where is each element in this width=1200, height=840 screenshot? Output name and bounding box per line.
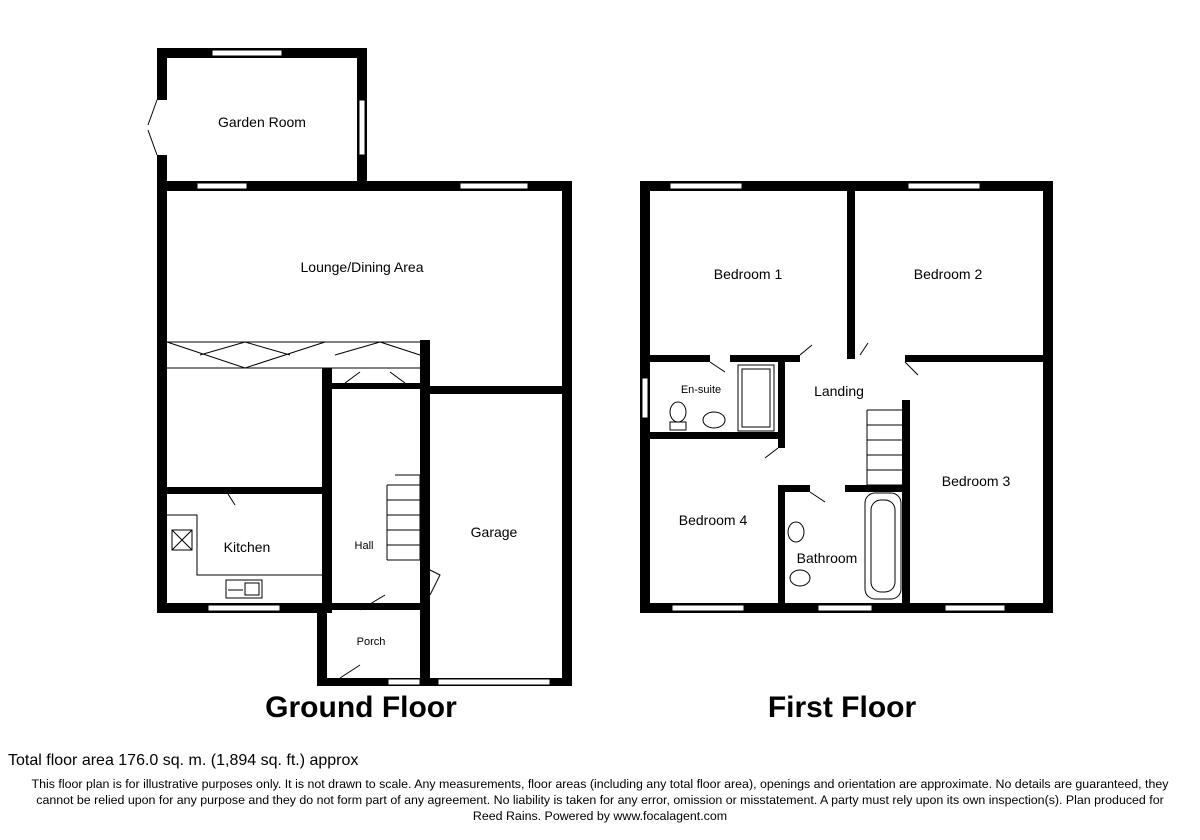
- first-floor-title: First Floor: [768, 691, 917, 724]
- room-label-kitchen: Kitchen: [224, 539, 271, 555]
- ground-floor-title: Ground Floor: [265, 691, 457, 724]
- window: [358, 99, 366, 156]
- wall: [650, 355, 710, 362]
- wall: [650, 432, 782, 439]
- wall: [1043, 181, 1053, 613]
- window: [671, 604, 745, 612]
- wall: [317, 603, 327, 686]
- wall: [847, 181, 855, 359]
- room-label-garden-room: Garden Room: [218, 114, 306, 130]
- window: [907, 182, 981, 190]
- room-label-porch: Porch: [357, 636, 386, 648]
- window: [459, 182, 529, 190]
- wall: [317, 603, 430, 610]
- window: [944, 604, 1006, 612]
- ground-floor-plan: [147, 48, 572, 686]
- wall: [420, 340, 430, 686]
- window: [669, 182, 743, 190]
- window: [387, 678, 421, 686]
- wall: [778, 485, 785, 610]
- wall: [420, 386, 570, 394]
- room-label-hall: Hall: [355, 540, 374, 552]
- first-floor-plan: [640, 181, 1053, 613]
- wall: [167, 487, 329, 494]
- window: [641, 377, 649, 419]
- wall: [157, 181, 572, 191]
- room-label-bedroom-1: Bedroom 1: [714, 266, 783, 282]
- wall: [157, 181, 167, 613]
- wall: [845, 485, 907, 492]
- room-label-garage: Garage: [471, 524, 518, 540]
- wall: [778, 485, 810, 492]
- room-label-bedroom-4: Bedroom 4: [679, 512, 748, 528]
- wall: [905, 355, 1045, 362]
- room-label-landing: Landing: [814, 383, 864, 399]
- window: [817, 604, 873, 612]
- window: [211, 49, 283, 57]
- window: [207, 604, 281, 612]
- wall: [322, 383, 430, 389]
- window: [196, 182, 248, 190]
- room-label-bathroom: Bathroom: [797, 550, 858, 566]
- wall: [562, 181, 572, 686]
- wall: [778, 358, 785, 448]
- wall: [730, 355, 800, 362]
- wall: [902, 400, 910, 610]
- total-floor-area: Total floor area 176.0 sq. m. (1,894 sq.…: [8, 752, 359, 769]
- wall: [640, 181, 1053, 191]
- disclaimer-text: This floor plan is for illustrative purp…: [31, 777, 1169, 823]
- room-label-bedroom-3: Bedroom 3: [942, 473, 1011, 489]
- room-label-bedroom-2: Bedroom 2: [914, 266, 983, 282]
- room-label-ensuite: En-suite: [681, 384, 721, 396]
- window: [437, 678, 551, 686]
- room-label-lounge: Lounge/Dining Area: [301, 259, 424, 275]
